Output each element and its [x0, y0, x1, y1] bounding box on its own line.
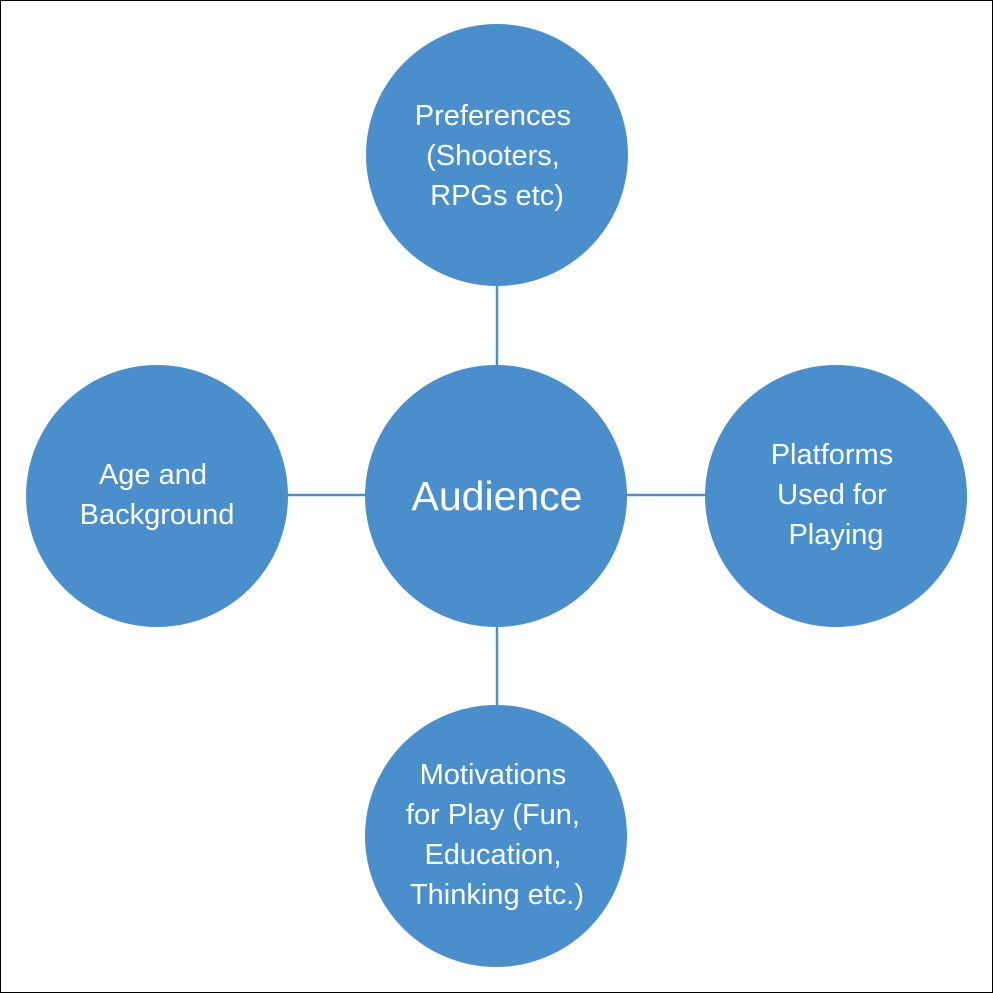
- node-top-line-3: RPGs etc): [430, 180, 564, 212]
- node-top-circle: [366, 24, 628, 286]
- node-left-label: Age and Background: [80, 459, 235, 531]
- node-top-label: Preferences (Shooters, RPGs etc): [415, 100, 579, 212]
- node-bottom-label: Motivations for Play (Fun, Education, Th…: [406, 759, 588, 911]
- connectors: [287, 285, 707, 706]
- node-center-circle: [365, 365, 627, 627]
- node-center-line-1: Audience: [412, 473, 583, 519]
- node-center-label: Audience: [412, 473, 583, 519]
- node-top-line-2: (Shooters,: [426, 140, 560, 172]
- node-right-line-1: Platforms: [771, 439, 893, 471]
- node-left-line-1: Age and: [99, 459, 207, 491]
- node-bottom-circle: [365, 705, 627, 967]
- node-right-line-3: Playing: [788, 519, 883, 551]
- node-bottom-line-4: Thinking etc.): [410, 879, 584, 911]
- node-bottom-line-2: for Play (Fun,: [406, 799, 580, 831]
- node-top-line-1: Preferences: [415, 100, 571, 132]
- node-left-line-2: Background: [80, 499, 235, 531]
- node-bottom-line-3: Education,: [424, 839, 561, 871]
- node-right-line-2: Used for: [777, 479, 887, 511]
- node-bottom-line-1: Motivations: [420, 759, 567, 791]
- node-right-label: Platforms Used for Playing: [771, 439, 902, 551]
- node-right-circle: [705, 365, 967, 627]
- node-left-circle: [26, 365, 288, 627]
